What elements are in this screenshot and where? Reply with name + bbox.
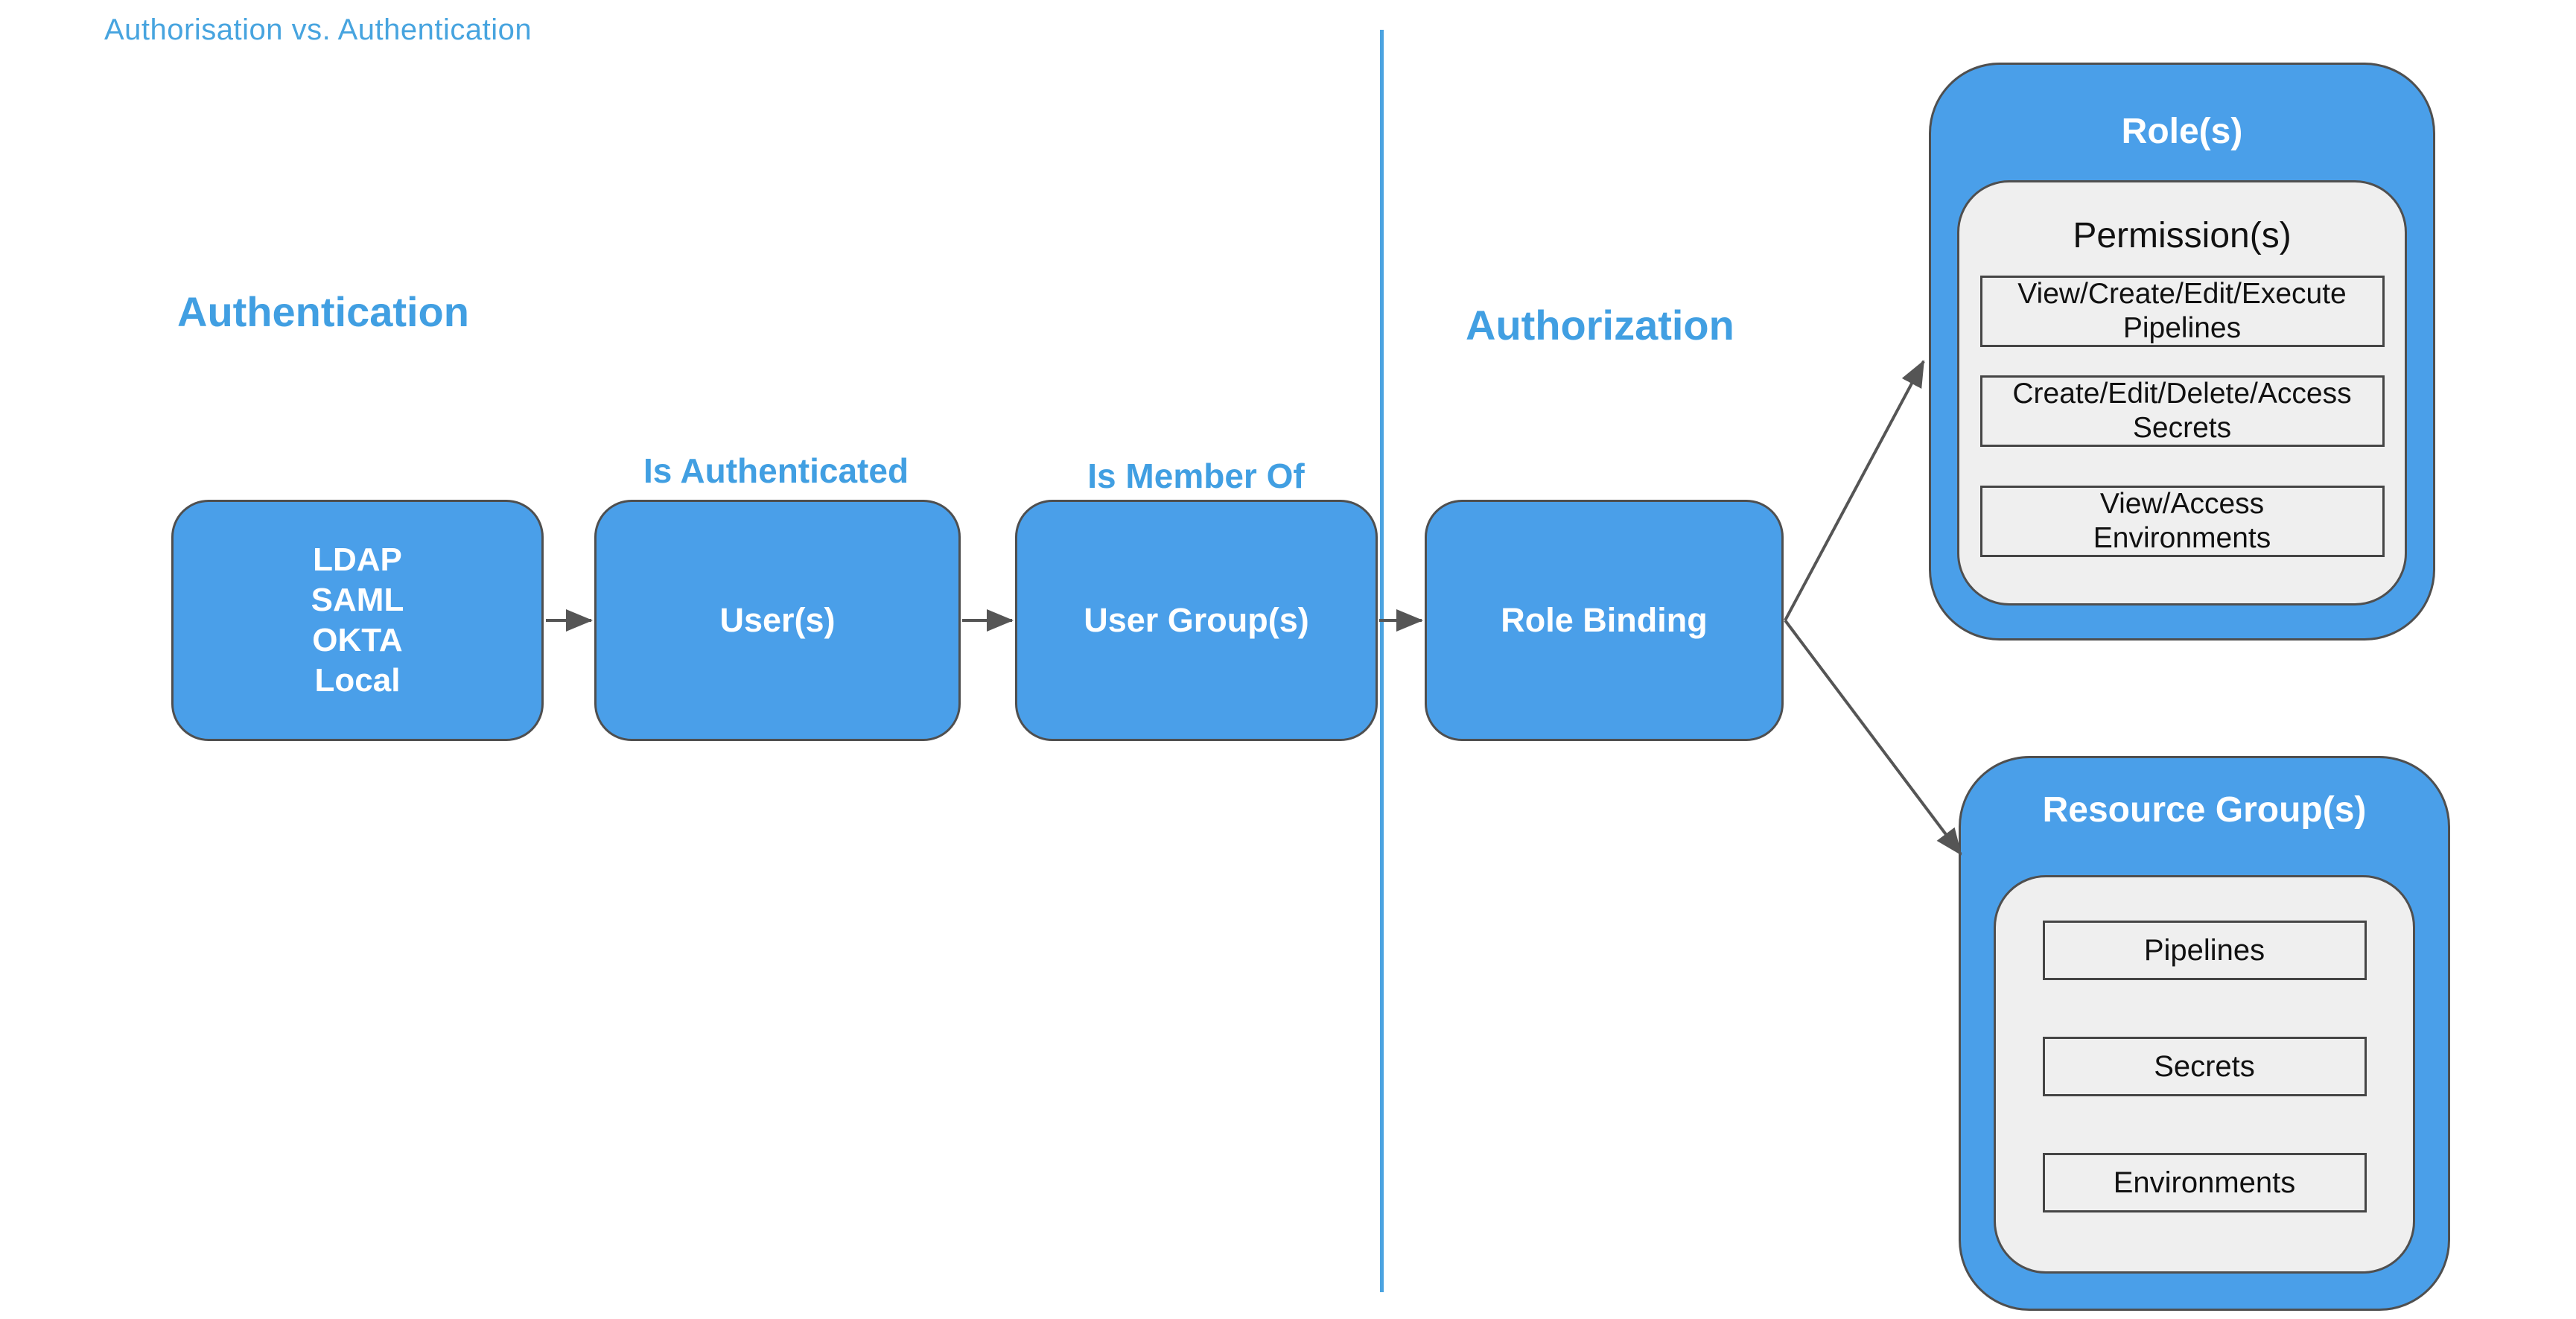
arrow-binding-to-resource-groups bbox=[1784, 619, 1962, 856]
resources-panel: Pipelines Secrets Environments bbox=[1994, 875, 2415, 1274]
resource-groups-title: Resource Group(s) bbox=[2042, 790, 2367, 830]
resource-groups-panel: Resource Group(s) Pipelines Secrets Envi… bbox=[1959, 756, 2450, 1311]
node-label: User Group(s) bbox=[1084, 601, 1309, 639]
resource-item-environments: Environments bbox=[2042, 1153, 2367, 1212]
identity-provider-item: LDAP bbox=[313, 541, 402, 578]
roles-panel: Role(s) Permission(s) View/Create/Edit/E… bbox=[1929, 63, 2435, 641]
node-users: User(s) bbox=[594, 500, 961, 741]
section-heading-authentication: Authentication bbox=[177, 288, 469, 335]
node-user-groups: User Group(s) bbox=[1015, 500, 1378, 741]
arrow-binding-to-roles bbox=[1784, 360, 1925, 621]
page-title: Authorisation vs. Authentication bbox=[104, 13, 532, 46]
resource-item-pipelines: Pipelines bbox=[2042, 921, 2367, 980]
identity-provider-item: OKTA bbox=[312, 622, 403, 658]
node-identity-providers: LDAP SAML OKTA Local bbox=[171, 500, 544, 741]
identity-provider-list: LDAP SAML OKTA Local bbox=[311, 540, 404, 701]
identity-provider-item: Local bbox=[314, 662, 401, 699]
permission-item-secrets: Create/Edit/Delete/Access Secrets bbox=[1979, 375, 2385, 447]
section-heading-authorization: Authorization bbox=[1466, 302, 1734, 349]
identity-provider-item: SAML bbox=[311, 582, 404, 618]
relation-label-is-authenticated: Is Authenticated bbox=[643, 451, 909, 490]
node-label: User(s) bbox=[719, 601, 836, 639]
permission-item-pipelines: View/Create/Edit/Execute Pipelines bbox=[1979, 276, 2385, 347]
roles-panel-title: Role(s) bbox=[2121, 112, 2243, 151]
permissions-panel: Permission(s) View/Create/Edit/Execute P… bbox=[1957, 180, 2407, 606]
resource-item-secrets: Secrets bbox=[2042, 1037, 2367, 1096]
permission-item-environments: View/Access Environments bbox=[1979, 486, 2385, 557]
node-role-binding: Role Binding bbox=[1425, 500, 1784, 741]
section-divider-line bbox=[1380, 30, 1384, 1292]
permissions-title: Permission(s) bbox=[2073, 216, 2292, 255]
node-label: Role Binding bbox=[1501, 601, 1708, 639]
relation-label-is-member-of: Is Member Of bbox=[1087, 457, 1305, 495]
